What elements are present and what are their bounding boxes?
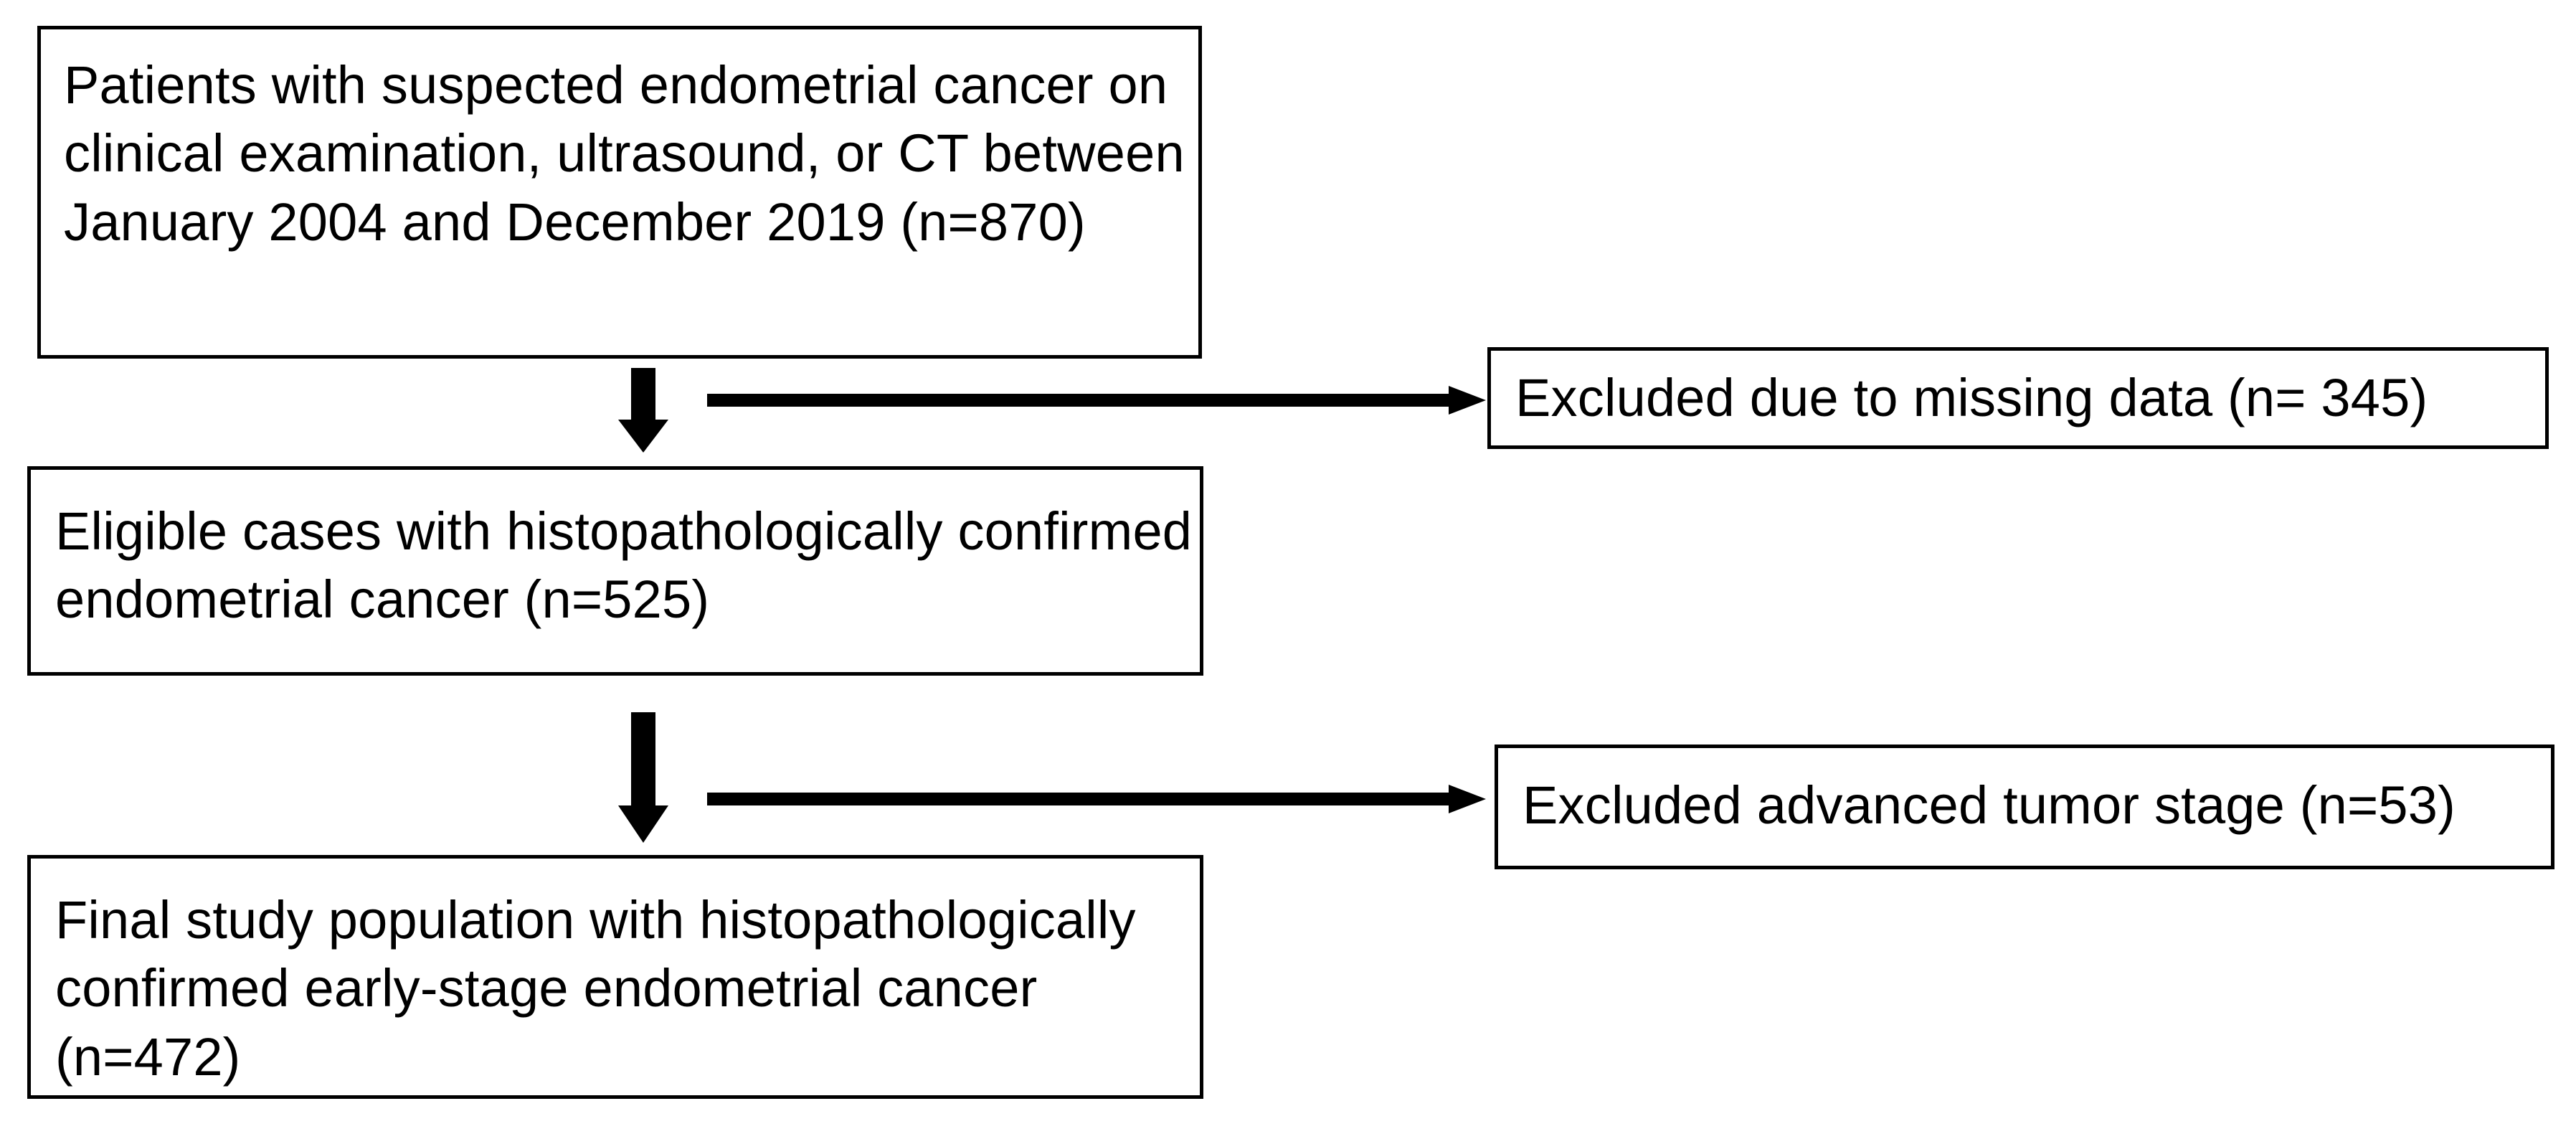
arrow-screened-to-eligible [618, 368, 668, 453]
node-excluded-advanced-stage-label: Excluded advanced tumor stage (n=53) [1523, 775, 2456, 836]
arrow-screened-to-excluded-missing [707, 386, 1486, 415]
node-eligible-cases-label: Eligible cases with histopathologically … [55, 501, 1193, 630]
node-excluded-missing-data: Excluded due to missing data (n= 345) [1487, 347, 2549, 449]
node-excluded-advanced-stage: Excluded advanced tumor stage (n=53) [1495, 745, 2554, 869]
arrow-eligible-to-final [618, 712, 668, 843]
node-final-population: Final study population with histopatholo… [27, 855, 1203, 1099]
node-excluded-missing-data-label: Excluded due to missing data (n= 345) [1515, 368, 2428, 428]
connector-group-eligible [618, 712, 1486, 843]
node-final-population-label: Final study population with histopatholo… [55, 890, 1136, 1087]
node-eligible-cases: Eligible cases with histopathologically … [27, 466, 1203, 676]
arrow-eligible-to-excluded-stage [707, 785, 1486, 813]
node-screened-population-label: Patients with suspected endometrial canc… [64, 55, 1185, 252]
node-screened-population: Patients with suspected endometrial canc… [37, 26, 1202, 359]
connector-group-screened [618, 368, 1486, 453]
